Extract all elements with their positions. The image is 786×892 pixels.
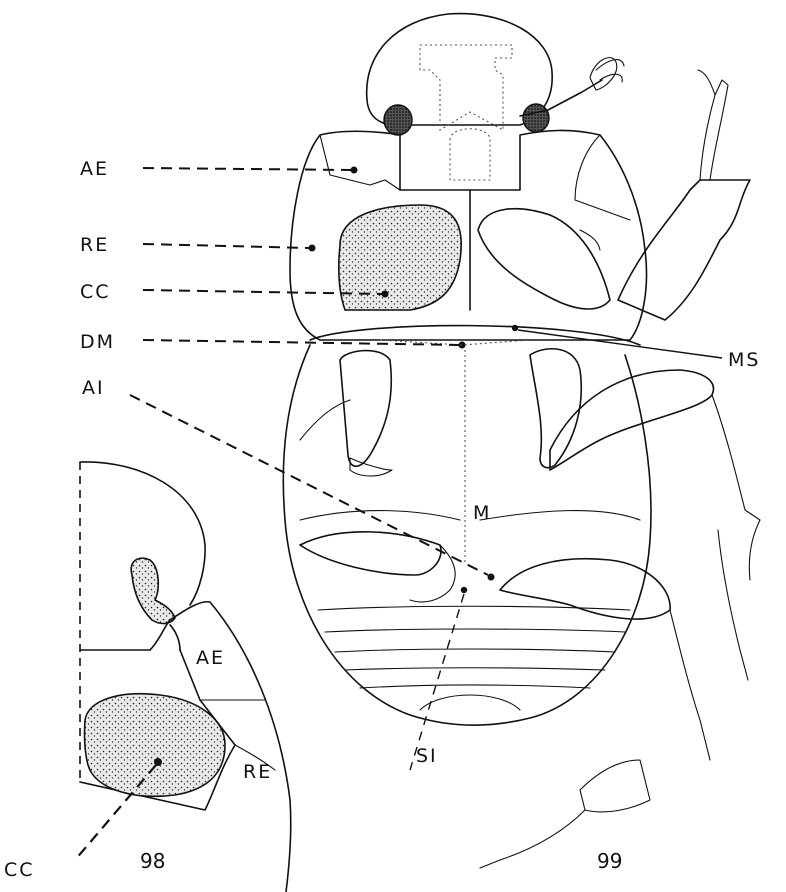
inset-label-cc: CC <box>4 859 35 881</box>
hindleg-right <box>500 559 670 619</box>
inset-label-re: RE <box>243 761 272 783</box>
coxal-cavity-left <box>339 205 461 310</box>
anterior-episternum-left <box>320 135 400 190</box>
label-cc: CC <box>80 281 111 303</box>
label-si: SI <box>416 745 438 767</box>
figure-98-drawing <box>75 462 291 892</box>
coxa-right <box>478 209 610 309</box>
left-eye <box>384 105 412 135</box>
mesosternum <box>310 326 640 345</box>
head-internal-structure <box>420 45 512 130</box>
label-ae: AE <box>80 158 109 180</box>
label-dm: DM <box>80 331 115 353</box>
inset-sclerite-divider <box>170 625 180 650</box>
hindleg-right-upper <box>550 370 713 470</box>
figure-number-99: 99 <box>597 849 622 873</box>
figure-99-drawing <box>283 14 760 868</box>
inset-label-ae: AE <box>196 647 225 669</box>
hindleg-left <box>300 532 441 575</box>
right-eye <box>523 104 549 132</box>
inset-eye-process <box>131 558 175 623</box>
label-ms: MS <box>728 349 760 371</box>
inset-coxal-cavity <box>84 694 225 797</box>
midleg-left <box>340 351 391 467</box>
abdomen-outline <box>283 345 651 725</box>
label-m: M <box>473 502 491 524</box>
midleg-right <box>530 349 581 468</box>
label-ai: AI <box>82 377 105 399</box>
figure-number-98: 98 <box>140 849 165 873</box>
foreleg-right <box>618 180 750 320</box>
label-re: RE <box>80 234 109 256</box>
